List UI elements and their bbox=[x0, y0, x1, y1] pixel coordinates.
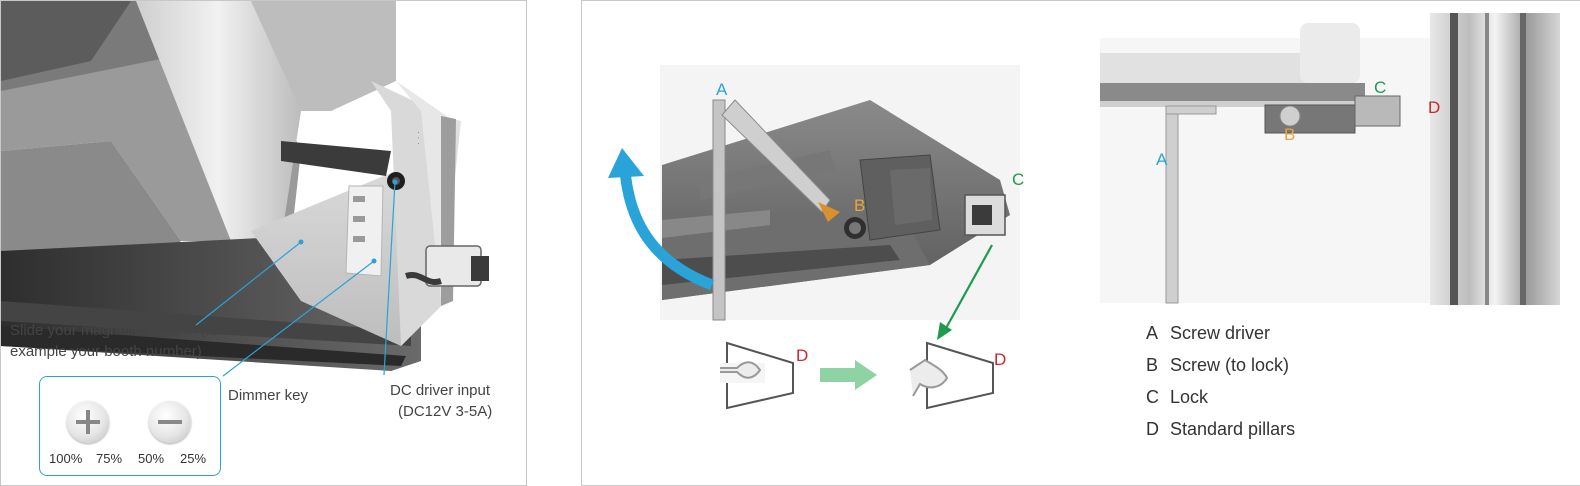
legend-item-b: B Screw (to lock) bbox=[1146, 355, 1289, 376]
plus-icon[interactable] bbox=[67, 401, 109, 443]
slide-signs-callout-line1: Slide your magnetic signs in (for bbox=[10, 322, 224, 339]
legend-key: C bbox=[1146, 387, 1159, 407]
diagram3-label-a: A bbox=[1156, 150, 1168, 169]
diagram3-label-c: C bbox=[1374, 78, 1387, 97]
dimmer-key-callout: Dimmer key bbox=[228, 387, 309, 404]
legend-key: A bbox=[1146, 323, 1159, 343]
legend-item-c: C Lock bbox=[1146, 387, 1208, 408]
diagram1-label-c: C bbox=[1012, 170, 1025, 189]
legend-text: Lock bbox=[1170, 387, 1209, 407]
diagram1-label-b: B bbox=[854, 196, 866, 215]
diagram2-label-d-before: D bbox=[796, 346, 809, 365]
legend-key: B bbox=[1146, 355, 1159, 375]
side-view-diagram bbox=[1100, 13, 1560, 305]
slide-signs-callout-line2: example your booth number) bbox=[10, 343, 202, 360]
dimmer-key-panel bbox=[39, 376, 221, 476]
legend-text: Screw driver bbox=[1170, 323, 1271, 343]
diagram1-label-a: A bbox=[716, 80, 728, 99]
lock-mechanism-diagram bbox=[608, 65, 1020, 340]
dimmer-level-75: 75% bbox=[96, 451, 123, 466]
svg-text:· · ·: · · · bbox=[414, 131, 424, 145]
legend-text: Screw (to lock) bbox=[1170, 355, 1290, 375]
minus-icon[interactable] bbox=[149, 401, 191, 443]
legend-key: D bbox=[1146, 419, 1159, 439]
diagram3-label-b: B bbox=[1284, 125, 1296, 144]
dc-input-callout-line2: (DC12V 3-5A) bbox=[398, 403, 493, 420]
left-panel: · · · Slide your magnetic signs in (for … bbox=[0, 0, 527, 486]
dimmer-level-25: 25% bbox=[180, 451, 207, 466]
dimmer-level-50: 50% bbox=[138, 451, 165, 466]
lock-step-diagram bbox=[720, 341, 994, 410]
legend-item-d: D Standard pillars bbox=[1146, 419, 1295, 440]
legend-text: Standard pillars bbox=[1170, 419, 1296, 439]
diagram3-label-d: D bbox=[1428, 98, 1441, 117]
diagram2-label-d-after: D bbox=[994, 350, 1007, 369]
light-frame-photo: · · · bbox=[1, 1, 489, 377]
dc-input-callout-line1: DC driver input bbox=[390, 382, 491, 399]
dimmer-level-100: 100% bbox=[49, 451, 83, 466]
legend-item-a: A Screw driver bbox=[1146, 323, 1270, 344]
